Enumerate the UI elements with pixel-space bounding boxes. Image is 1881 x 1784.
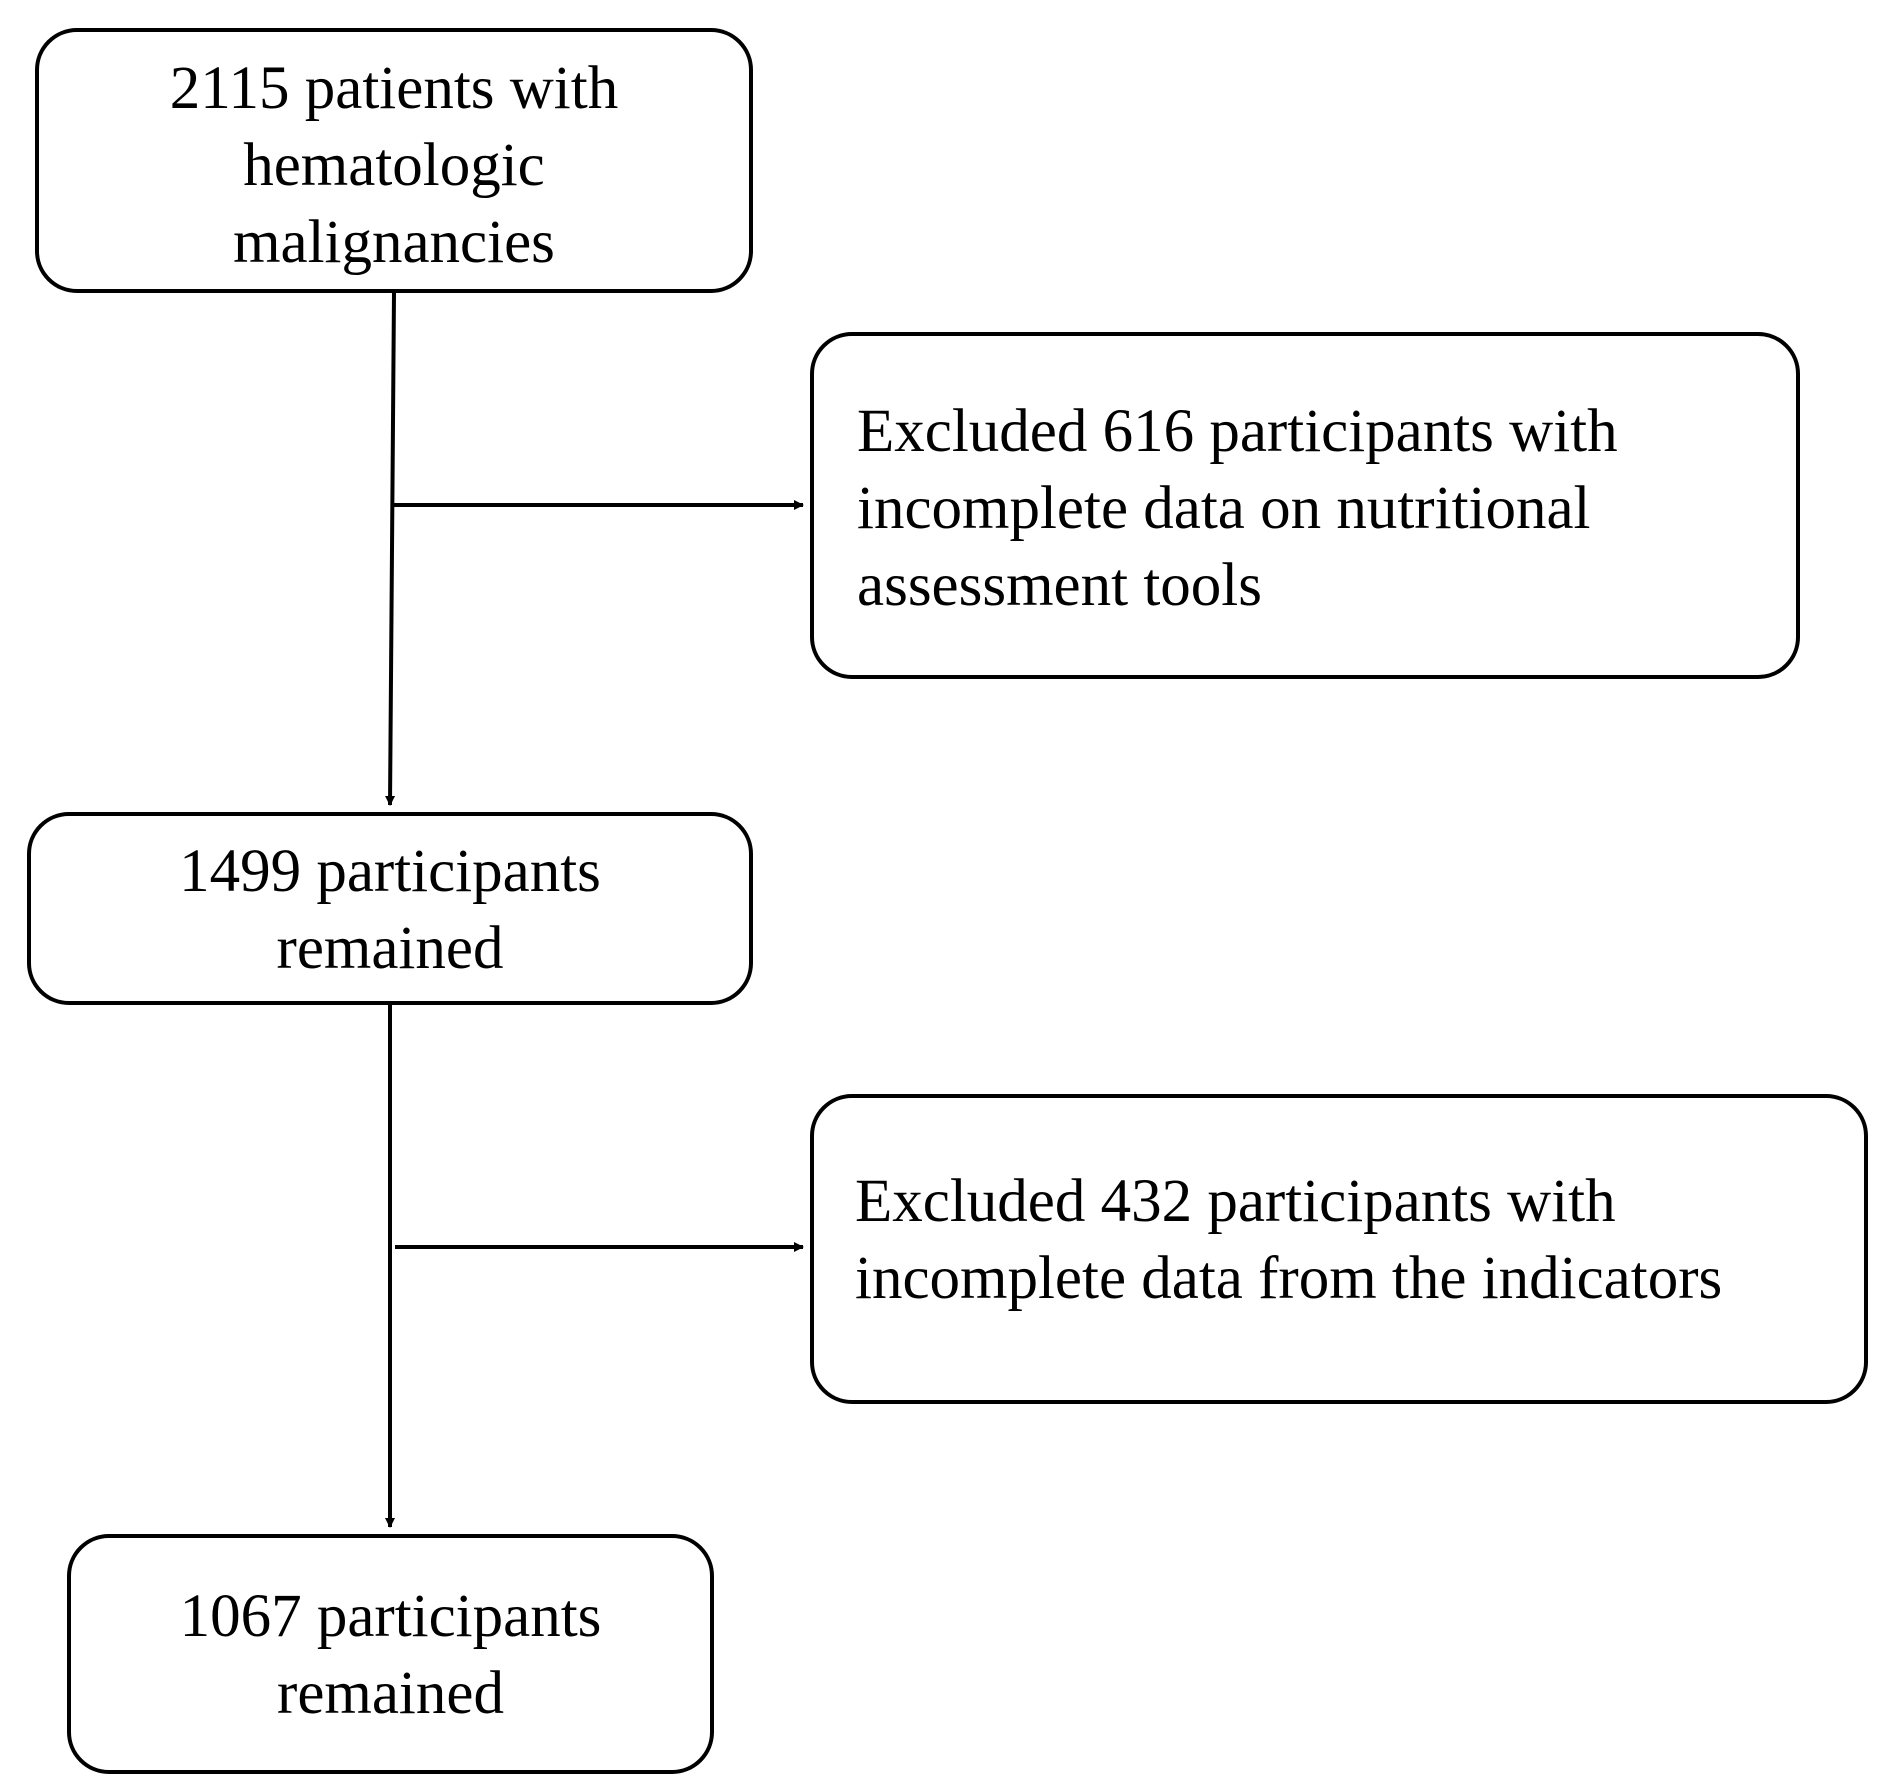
remaining-box-1: 1499 participants remained [27, 812, 753, 1005]
main-connector-1 [385, 292, 396, 806]
final-cohort-box: 1067 participants remained [67, 1534, 714, 1774]
enrollment-box: 2115 patients with hematologic malignanc… [35, 28, 753, 293]
final-cohort-text: 1067 participants remained [179, 1583, 602, 1727]
exclusion-text-1: Excluded 616 participants with incomplet… [857, 398, 1618, 619]
remaining-text-1: 1499 participants remained [179, 837, 601, 982]
enrollment-text: 2115 patients with hematologic malignanc… [169, 55, 619, 276]
exclusion-box-1: Excluded 616 participants with incomplet… [810, 332, 1800, 679]
exclusion-text-2: Excluded 432 participants with incomplet… [855, 1168, 1723, 1312]
exclusion-box-2: Excluded 432 participants with incomplet… [810, 1094, 1868, 1404]
